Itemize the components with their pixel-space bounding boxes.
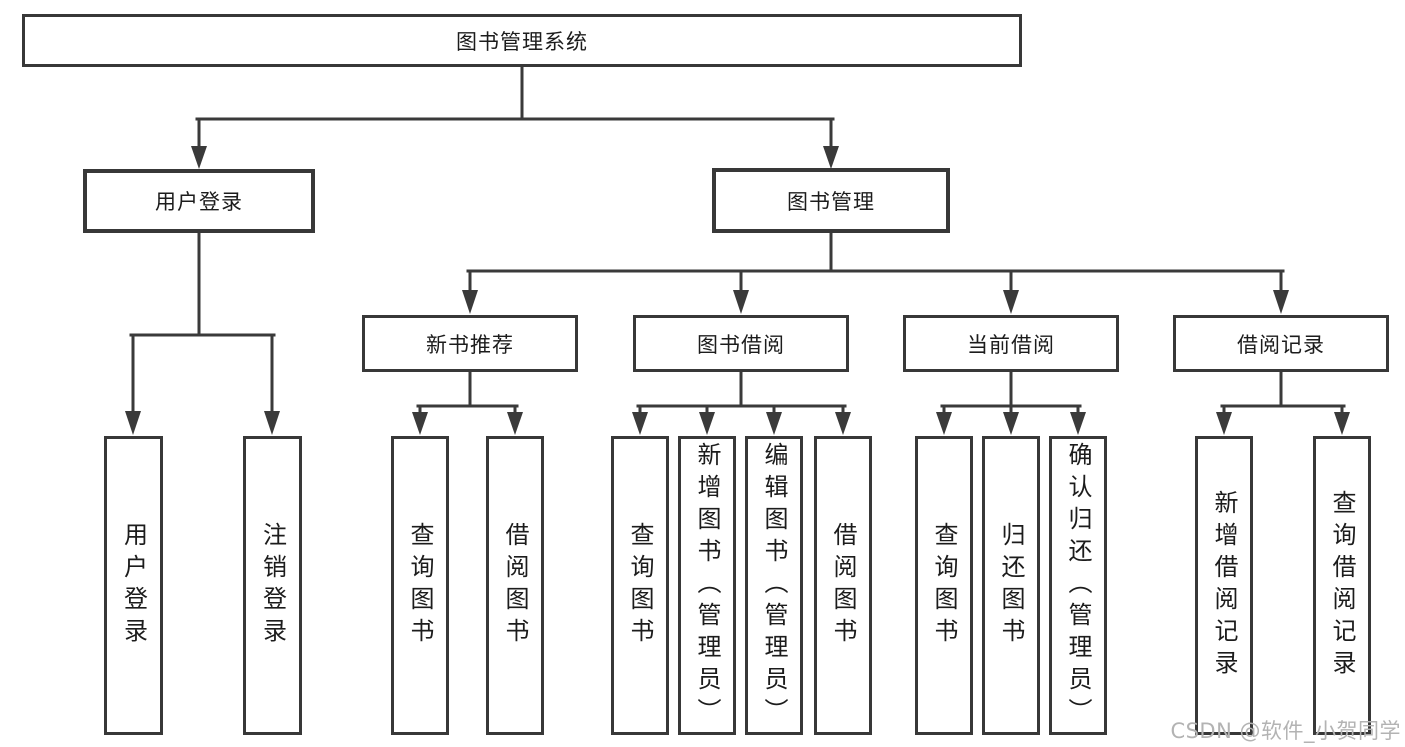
node-system-root: 图书管理系统 [22, 14, 1022, 67]
leaf-logout: 注销登录 [243, 436, 302, 735]
leaf-query-books-current: 查询图书 [915, 436, 973, 735]
leaf-add-borrow-record: 新增借阅记录 [1195, 436, 1253, 735]
leaf-query-borrow-record: 查询借阅记录 [1313, 436, 1371, 735]
leaf-borrow-books: 借阅图书 [814, 436, 872, 735]
node-user-login-branch: 用户登录 [83, 169, 315, 233]
leaf-query-books-borrowing: 查询图书 [611, 436, 669, 735]
node-new-book-recommend: 新书推荐 [362, 315, 578, 372]
leaf-return-books: 归还图书 [982, 436, 1040, 735]
leaf-edit-books-admin: 编辑图书（管理员） [745, 436, 803, 735]
leaf-add-books-admin: 新增图书（管理员） [678, 436, 736, 735]
leaf-query-books-recommend: 查询图书 [391, 436, 449, 735]
node-book-management-branch: 图书管理 [712, 168, 950, 233]
node-current-borrowing: 当前借阅 [903, 315, 1119, 372]
node-borrowing-records: 借阅记录 [1173, 315, 1389, 372]
csdn-watermark: CSDN @软件_小贺同学 [1170, 719, 1401, 743]
leaf-confirm-return-admin: 确认归还（管理员） [1049, 436, 1107, 735]
leaf-borrow-books-recommend: 借阅图书 [486, 436, 544, 735]
node-book-borrowing: 图书借阅 [633, 315, 849, 372]
leaf-user-login: 用户登录 [104, 436, 163, 735]
